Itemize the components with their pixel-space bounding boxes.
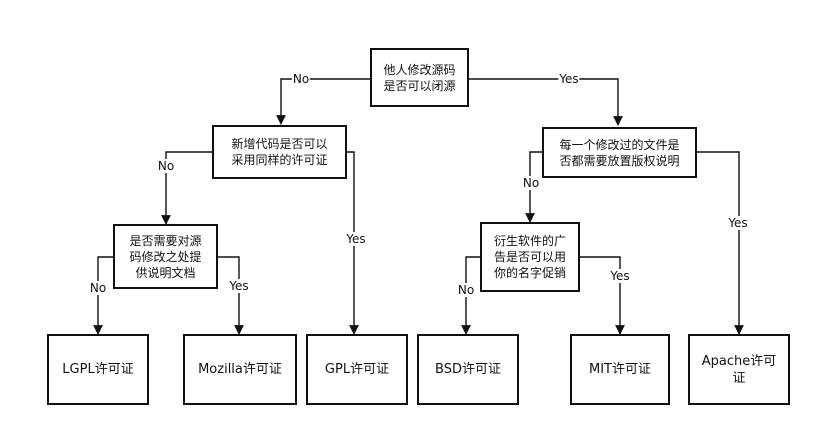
edge-newcode-yes xyxy=(347,151,359,335)
node-new-code: 新增代码是否可以 采用同样的许可证 xyxy=(212,125,347,179)
node-ad: 衍生软件的广 告是否可以用 你的名字促销 xyxy=(480,222,580,292)
label-eachfile-no: No xyxy=(521,176,541,190)
edge-eachfile-no xyxy=(525,151,542,223)
node-mozilla: Mozilla许可证 xyxy=(183,334,297,405)
label-newcode-yes: Yes xyxy=(345,232,367,246)
label-eachfile-yes: Yes xyxy=(727,216,749,230)
edge-newcode-no xyxy=(161,151,212,225)
label-ad-no: No xyxy=(456,283,476,297)
node-bsd: BSD许可证 xyxy=(417,334,519,405)
node-doc-text: 是否需要对源 码修改之处提 供说明文档 xyxy=(129,233,202,280)
label-newcode-no: No xyxy=(156,159,176,173)
edge-ad-yes xyxy=(580,256,625,335)
node-bsd-text: BSD许可证 xyxy=(435,362,501,377)
node-mit-text: MIT许可证 xyxy=(589,362,651,377)
edge-doc-yes xyxy=(218,256,244,335)
node-gpl: GPL许可证 xyxy=(306,334,408,405)
node-apache-text: Apache许可 证 xyxy=(701,353,777,386)
node-lgpl: LGPL许可证 xyxy=(47,334,149,405)
node-gpl-text: GPL许可证 xyxy=(324,362,390,377)
node-root: 他人修改源码 是否可以闭源 xyxy=(370,48,469,107)
edge-doc-no xyxy=(93,256,113,335)
node-each-file-text: 每一个修改过的文件是 否都需要放置版权说明 xyxy=(559,137,680,168)
edge-ad-no xyxy=(461,256,480,335)
node-doc: 是否需要对源 码修改之处提 供说明文档 xyxy=(113,224,218,289)
label-root-no: No xyxy=(291,72,311,86)
node-new-code-text: 新增代码是否可以 采用同样的许可证 xyxy=(231,137,328,167)
node-root-text: 他人修改源码 是否可以闭源 xyxy=(383,62,456,93)
node-apache: Apache许可 证 xyxy=(688,334,790,405)
label-doc-no: No xyxy=(88,281,108,295)
node-mozilla-text: Mozilla许可证 xyxy=(198,362,282,377)
label-doc-yes: Yes xyxy=(228,279,250,293)
label-ad-yes: Yes xyxy=(609,269,631,283)
edge-root-yes xyxy=(469,78,623,126)
label-root-yes: Yes xyxy=(558,72,580,86)
node-each-file: 每一个修改过的文件是 否都需要放置版权说明 xyxy=(542,127,697,178)
node-mit: MIT许可证 xyxy=(570,334,670,405)
node-ad-text: 衍生软件的广 告是否可以用 你的名字促销 xyxy=(493,234,566,280)
node-lgpl-text: LGPL许可证 xyxy=(62,362,134,377)
edge-eachfile-yes xyxy=(697,151,744,335)
edge-root-no xyxy=(276,78,370,125)
